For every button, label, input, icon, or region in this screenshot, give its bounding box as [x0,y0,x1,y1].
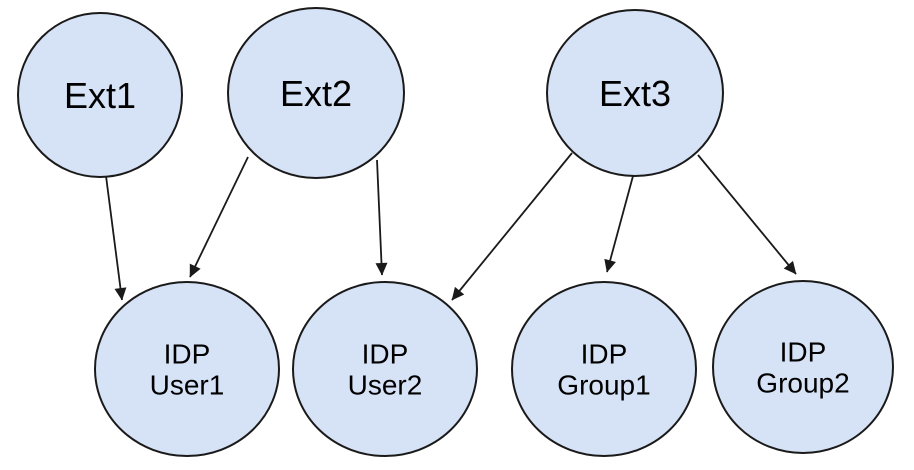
node-ext1-label: Ext1 [64,75,136,116]
node-ext2: Ext2 [227,7,405,179]
edge-line-ext3-to-idp-group2 [697,154,797,275]
edge-ext3-to-idp-user2 [451,152,573,301]
edge-ext2-to-idp-user1 [189,156,249,278]
node-idp-group2-label-line: IDP [780,337,827,368]
node-ext3-label: Ext3 [599,73,671,114]
node-ext1-shape [17,12,183,178]
node-idp-user2-label-line: IDP [362,339,409,370]
edge-line-ext3-to-idp-user2 [451,152,573,301]
node-idp-user1-label-line: IDP [164,339,211,370]
node-idp-group2-shape [712,280,894,454]
node-idp-user2-label-line: User2 [348,369,423,400]
edge-line-ext2-to-idp-user2 [375,159,388,276]
node-ext1: Ext1 [17,12,183,178]
edge-ext3-to-idp-group2 [697,154,797,275]
edge-ext2-to-idp-user2 [375,159,388,276]
node-ext2-shape [227,7,405,179]
edges-layer [105,152,797,301]
node-idp-group2-label-line: Group2 [756,367,849,398]
edge-line-ext1-to-idp-user1 [105,175,127,301]
node-ext2-label: Ext2 [280,73,352,114]
node-idp-group1-label-line: Group1 [557,369,650,400]
node-ext3: Ext3 [546,9,724,177]
edge-ext3-to-idp-group1 [604,175,634,273]
node-ext1-label-line: Ext1 [64,75,136,116]
edge-line-ext3-to-idp-group1 [604,175,634,273]
node-idp-user1-shape [94,281,280,457]
node-idp-user1-label-line: User1 [150,369,225,400]
node-idp-user2-shape [292,281,478,457]
node-ext3-label-line: Ext3 [599,73,671,114]
edge-ext1-to-idp-user1 [105,175,127,301]
node-idp-group1-shape [511,281,697,457]
node-idp-group1-label-line: IDP [581,339,628,370]
edge-line-ext2-to-idp-user1 [189,156,249,278]
node-ext3-shape [546,9,724,177]
node-ext2-label-line: Ext2 [280,73,352,114]
